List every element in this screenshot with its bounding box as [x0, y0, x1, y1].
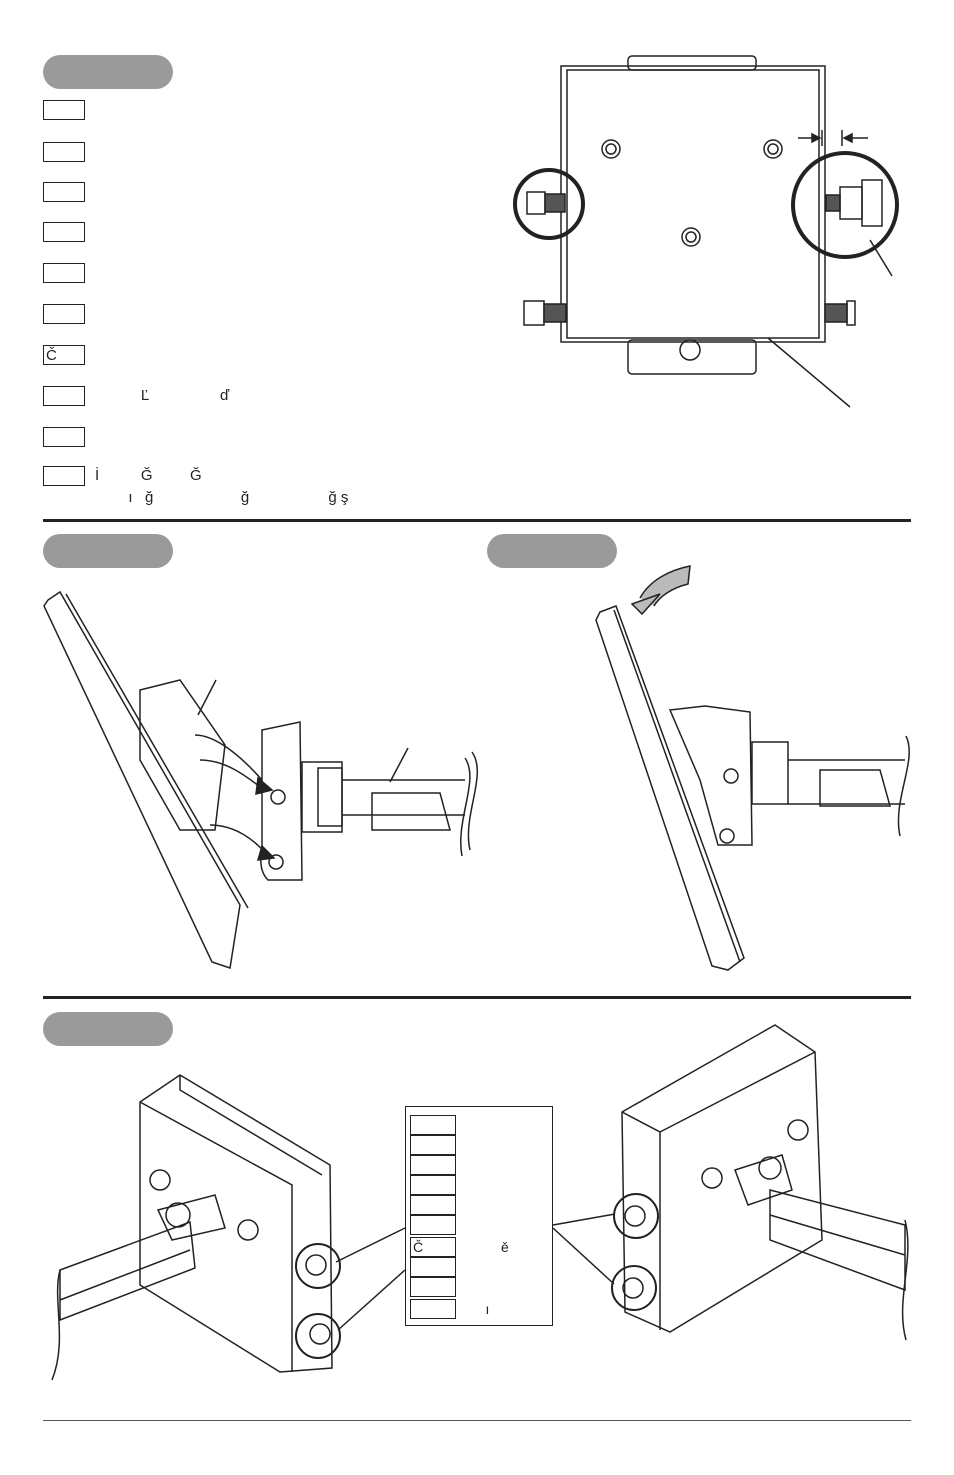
monitor-tilt-figure	[595, 565, 910, 971]
detail-circle	[513, 168, 585, 240]
language-code	[43, 304, 85, 324]
step-label-2	[43, 534, 173, 568]
monitor-hook-figure	[43, 590, 479, 969]
legend-text: ě	[466, 1239, 509, 1255]
language-text-line2: ı ğ ğ ğ ş	[95, 489, 349, 506]
mounting-plate-figure	[513, 55, 899, 408]
language-code	[43, 222, 85, 242]
legend-code	[410, 1299, 456, 1319]
legend-code	[410, 1277, 456, 1297]
language-code: Č	[43, 345, 85, 365]
footer-divider	[43, 1420, 911, 1421]
bolt-icon	[526, 191, 566, 215]
legend-code	[410, 1215, 456, 1235]
step-label-1	[43, 55, 173, 89]
spacer-icon	[825, 179, 883, 227]
step-label-4	[43, 1012, 173, 1046]
language-code	[43, 386, 85, 406]
legend-code	[410, 1175, 456, 1195]
bracket-left-figure	[51, 1074, 406, 1381]
section-divider	[43, 519, 911, 522]
language-code	[43, 427, 85, 447]
step-label-3	[487, 534, 617, 568]
detail-circle	[791, 151, 899, 259]
legend-code	[410, 1257, 456, 1277]
legend-code	[410, 1115, 456, 1135]
language-text: Ľ ď	[95, 387, 230, 404]
legend-code	[410, 1135, 456, 1155]
language-legend: Č ě ı	[405, 1106, 553, 1326]
language-code	[43, 466, 85, 486]
language-code	[43, 182, 85, 202]
language-code	[43, 100, 85, 120]
section-divider	[43, 996, 911, 999]
language-code	[43, 263, 85, 283]
bracket-right-figure	[552, 1024, 909, 1341]
legend-code	[410, 1155, 456, 1175]
legend-code: Č	[410, 1237, 456, 1257]
language-text: İ Ğ Ğ	[95, 467, 202, 484]
language-code	[43, 142, 85, 162]
bolt-icon	[523, 300, 567, 326]
legend-code	[410, 1195, 456, 1215]
legend-text: ı	[466, 1301, 490, 1317]
bolt-icon	[824, 300, 856, 326]
